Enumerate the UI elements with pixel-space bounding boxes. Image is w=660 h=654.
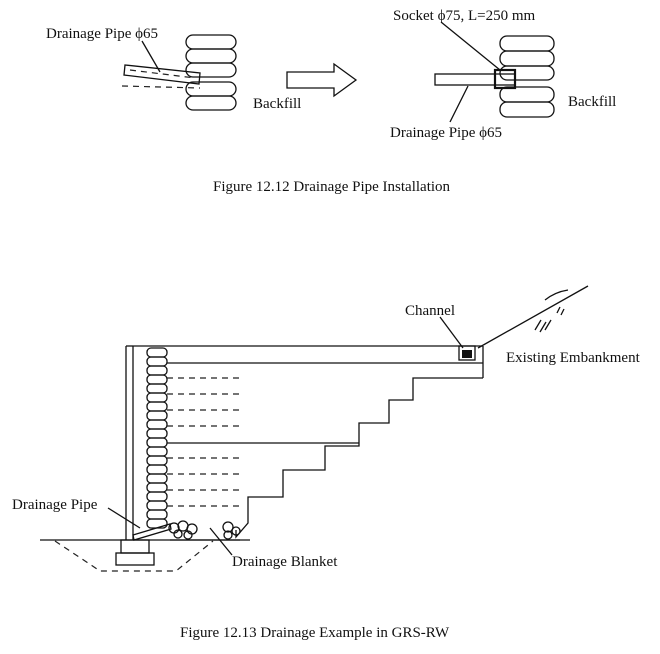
caption-figure-12-12: Figure 12.12 Drainage Pipe Installation [213,179,451,195]
excavation-steps [235,377,483,539]
label-existing-embankment: Existing Embankment [506,350,641,366]
blanket-leader [209,527,233,556]
channel [458,345,476,361]
right-drainage-pipe [434,68,517,90]
right-sandbag-stack [499,35,555,118]
figure-12-13: Channel Existing Embankment Drainage Pip… [12,285,641,641]
footing [40,539,250,572]
pipe-left-leader [141,40,161,73]
label-channel: Channel [405,303,455,319]
sandbag-column [146,347,168,529]
reinforcement-layers [167,377,359,507]
wall-facing [125,345,134,540]
label-backfill-left: Backfill [253,96,301,112]
socket-leader [440,21,501,71]
channel-leader [439,316,464,349]
drainage-blanket [168,520,241,541]
base-drainage-pipe [107,507,172,541]
left-drainage-pipe [121,64,201,89]
label-drainage-pipe: Drainage Pipe [12,497,98,513]
pipe-right-leader [449,85,469,123]
label-socket: Socket ϕ75, L=250 mm [393,8,536,24]
label-drainage-pipe-right: Drainage Pipe ϕ65 [390,125,502,141]
caption-figure-12-13: Figure 12.13 Drainage Example in GRS-RW [180,625,450,641]
transition-arrow [286,62,358,98]
label-drainage-pipe-left: Drainage Pipe ϕ65 [46,26,158,42]
label-backfill-right: Backfill [568,94,616,110]
existing-embankment [477,285,589,349]
label-drainage-blanket: Drainage Blanket [232,554,338,570]
left-sandbag-stack [185,34,237,111]
figure-12-12: Drainage Pipe ϕ65 Backfill Socket ϕ75, L… [46,8,616,195]
socket [493,68,517,90]
